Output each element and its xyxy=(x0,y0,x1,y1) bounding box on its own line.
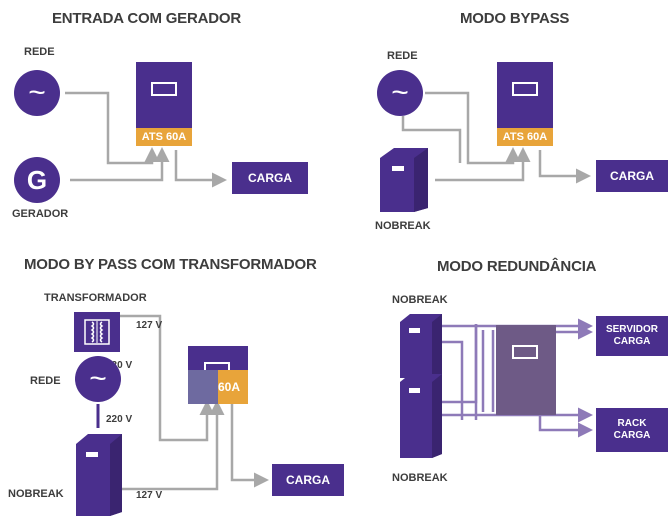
nobreak-bottom-icon xyxy=(400,374,442,458)
rack-line1: RACK xyxy=(617,418,647,429)
panel2-wires xyxy=(401,91,591,184)
overlay-panel xyxy=(188,370,218,404)
load-box: CARGA xyxy=(272,464,344,496)
generator-icon: G xyxy=(14,157,60,203)
panel2-title: MODO BYPASS xyxy=(460,10,570,27)
ac-symbol: ~ xyxy=(89,362,107,395)
transformer-icon xyxy=(74,312,120,352)
panel4-title: MODO REDUNDÂNCIA xyxy=(437,258,597,275)
volt-220-upper: 220 V xyxy=(106,360,133,371)
rede-label: REDE xyxy=(30,375,61,387)
gerador-label: GERADOR xyxy=(12,208,69,220)
ac-symbol: ~ xyxy=(28,76,46,109)
volt-127-bottom: 127 V xyxy=(136,490,163,501)
panel4-pillars xyxy=(481,330,495,412)
rack-load-box: RACK CARGA xyxy=(596,408,668,452)
ac-source-icon: ~ xyxy=(75,356,121,402)
panel1-title: ENTRADA COM GERADOR xyxy=(52,10,241,27)
volt-220-lower: 220 V xyxy=(106,414,133,425)
ats-screen xyxy=(151,82,177,96)
panel1-wires xyxy=(65,91,227,188)
generator-symbol: G xyxy=(26,164,48,195)
ats-badge: ATS 60A xyxy=(136,128,192,146)
load-box: CARGA xyxy=(596,160,668,192)
ats-device: ATS 60A xyxy=(136,62,192,146)
server-load-box: SERVIDOR CARGA xyxy=(596,316,668,356)
server-line1: SERVIDOR xyxy=(605,324,659,335)
nobreak-label: NOBREAK xyxy=(375,220,431,232)
ac-source-icon: ~ xyxy=(377,70,423,116)
server-line2: CARGA xyxy=(613,336,651,347)
nobreak-label: NOBREAK xyxy=(8,488,64,500)
rede-label: REDE xyxy=(24,46,55,58)
nobreak-icon xyxy=(380,148,428,212)
rede-label: REDE xyxy=(387,50,418,62)
nobreak-top-label: NOBREAK xyxy=(392,294,448,306)
ac-source-icon: ~ xyxy=(14,70,60,116)
ac-symbol: ~ xyxy=(391,76,409,109)
volt-127-top: 127 V xyxy=(136,320,163,331)
ats-badge-area: 60A xyxy=(188,370,248,404)
ats-device xyxy=(496,325,556,415)
ats-screen xyxy=(512,82,538,96)
nobreak-icon xyxy=(76,434,122,516)
ats-screen xyxy=(512,345,538,359)
nobreak-bottom-label: NOBREAK xyxy=(392,472,448,484)
panel3-title: MODO BY PASS COM TRANSFORMADOR xyxy=(24,256,317,273)
ats-badge: 60A xyxy=(218,370,248,404)
rack-line2: CARGA xyxy=(613,430,651,441)
ats-badge: ATS 60A xyxy=(497,128,553,146)
load-box: CARGA xyxy=(232,162,308,194)
ats-device: ATS 60A xyxy=(497,62,553,146)
nobreak-top-icon xyxy=(400,314,442,378)
transformer-label: TRANSFORMADOR xyxy=(44,292,147,304)
